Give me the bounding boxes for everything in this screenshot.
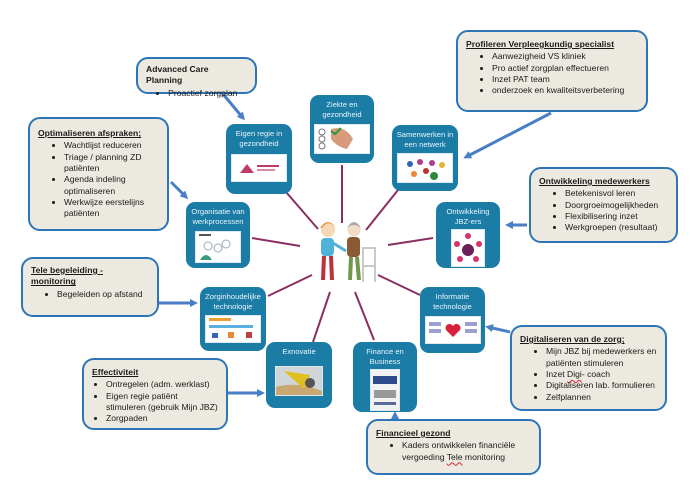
note-item-text: - coach — [581, 369, 611, 380]
tile-label: Organisatie van werkprocessen — [191, 207, 245, 226]
note-financieel-gezond: Financieel gezond Kaders ontwikkelen fin… — [366, 419, 541, 475]
note-item: Triage / planning ZD patiënten — [64, 152, 159, 175]
note-list: Begeleiden op afstand — [31, 289, 149, 300]
note-title: Profileren Verpleegkundig specialist — [466, 39, 615, 49]
note-item: Betekenisvol leren — [565, 188, 668, 199]
arrow-optimaliseren — [169, 180, 189, 200]
innovators-prescription-book-image — [370, 369, 400, 411]
note-item: Kaders ontwikkelen financiële vergoeding… — [402, 440, 531, 463]
note-item: Proactief zorgplan — [146, 88, 247, 99]
note-profileren-vs: Profileren Verpleegkundig specialist Aan… — [456, 30, 648, 112]
note-item-underlined: Tele — [446, 451, 463, 462]
note-ontwikkeling-medewerkers: Ontwikkeling medewerkers Betekenisvol le… — [529, 167, 678, 243]
spoke-samenwerken — [365, 189, 399, 231]
note-advanced-care-planning: Advanced Care Planning Proactief zorgpla… — [136, 57, 257, 98]
tile-organisatie[interactable]: Organisatie van werkprocessen — [186, 202, 250, 268]
note-item-text: Inzet — [546, 369, 568, 380]
note-title: Advanced Care Planning — [146, 64, 209, 86]
yellow-machine-photo-image — [275, 366, 323, 396]
network-people-image — [397, 153, 453, 183]
note-item: Aanwezigheid VS kliniek — [492, 51, 638, 62]
note-item: Flexibilisering inzet — [565, 211, 668, 222]
tile-ziekte[interactable]: Ziekte en gezondheid — [310, 95, 374, 163]
note-item: onderzoek en kwaliteitsverbetering — [492, 85, 638, 96]
note-item: Werkgroepen (resultaat) — [565, 222, 668, 233]
note-item: Begeleiden op afstand — [57, 289, 149, 300]
note-title: Effectiviteit — [92, 367, 139, 377]
it-heart-diagram-image — [424, 316, 481, 344]
checklist-hand-image — [314, 124, 370, 154]
tile-label: Samenwerken in een netwerk — [396, 130, 454, 149]
arrow-profileren — [463, 111, 552, 159]
note-list: Proactief zorgplan — [146, 88, 247, 99]
note-item-underlined: Digi — [567, 369, 582, 380]
note-list: Aanwezigheid VS kliniek Pro actief zorgp… — [466, 51, 638, 96]
tile-label: Finance en Business — [366, 347, 404, 366]
note-title: Financieel gezond — [376, 428, 451, 438]
tile-samenwerken[interactable]: Samenwerken in een netwerk — [392, 125, 458, 191]
tile-label: Ziekte en gezondheid — [322, 100, 362, 119]
spoke-ontwikkeling — [387, 237, 434, 246]
tile-label: Exnovatie — [282, 347, 316, 356]
note-item: Eigen regie patiënt stimuleren (gebruik … — [106, 391, 218, 414]
care-tech-infographic-image — [205, 315, 261, 343]
arrow-acp — [221, 93, 245, 121]
spoke-exnovatie — [312, 291, 331, 343]
tile-label: Zorginhoudelijke technologie — [205, 292, 261, 311]
note-list: Betekenisvol leren Doorgroeimogelijkhede… — [539, 188, 668, 233]
note-list: Ontregelen (adm. werklast) Eigen regie p… — [92, 379, 218, 424]
spoke-eigen-regie — [285, 191, 319, 230]
note-tele-begeleiding: Tele begeleiding - monitoring Begeleiden… — [21, 257, 159, 317]
note-item: Digitaliseren lab. formulieren — [546, 380, 657, 391]
note-item: Zelfplannen — [546, 392, 657, 403]
note-item: Inzet PAT team — [492, 74, 638, 85]
spoke-informatie — [377, 274, 421, 296]
note-title: Tele begeleiding - monitoring — [31, 265, 103, 287]
tile-label: Informatie technologie — [433, 292, 472, 311]
spokes — [251, 165, 434, 343]
note-item-text: monitoring — [462, 451, 506, 462]
note-digitaliseren-zorg: Digitaliseren van de zorg; Mijn JBZ bij … — [510, 325, 667, 411]
tile-zorginhoudelijke[interactable]: Zorginhoudelijke technologie — [200, 287, 266, 351]
tile-informatie[interactable]: Informatie technologie — [420, 287, 485, 353]
tile-label: Ontwikkeling JBZ-ers — [446, 207, 490, 226]
caregiver-elderly-walker-icon — [320, 222, 376, 282]
note-item: Doorgroeimogelijkheden — [565, 200, 668, 211]
note-item: Wachtlijst reduceren — [64, 140, 159, 151]
eigen-regie-logo-image — [231, 154, 287, 182]
process-sketch-image — [195, 231, 241, 263]
note-item: Inzet Digi- coach — [546, 369, 657, 380]
spoke-finance — [354, 291, 375, 341]
note-item-text: Kaders ontwikkelen financiële vergoeding — [402, 440, 516, 462]
note-optimaliseren-afspraken: Optimaliseren afspraken; Wachtlijst redu… — [28, 117, 169, 231]
note-item: Zorgpaden — [106, 413, 218, 424]
note-item: Mijn JBZ bij medewerkers en patiënten st… — [546, 346, 657, 369]
note-effectiviteit: Effectiviteit Ontregelen (adm. werklast)… — [82, 358, 228, 430]
note-title: Digitaliseren van de zorg; — [520, 334, 625, 344]
tile-ontwikkeling-jbz[interactable]: Ontwikkeling JBZ-ers — [436, 202, 500, 268]
note-list: Mijn JBZ bij medewerkers en patiënten st… — [520, 346, 657, 403]
note-item: Werkwijze eerstelijns patiënten — [64, 197, 159, 220]
note-title: Ontwikkeling medewerkers — [539, 176, 650, 186]
note-item: Ontregelen (adm. werklast) — [106, 379, 218, 390]
spoke-organisatie — [251, 237, 301, 247]
tile-eigen-regie[interactable]: Eigen regie in gezondheid — [226, 124, 292, 194]
note-item: Agenda indeling optimaliseren — [64, 174, 159, 197]
arrow-digitaliseren — [485, 324, 511, 334]
development-wheel-image — [451, 229, 485, 267]
arrows — [159, 93, 552, 422]
tile-finance[interactable]: Finance en Business — [353, 342, 417, 412]
note-item: Pro actief zorgplan effectueren — [492, 63, 638, 74]
note-list: Kaders ontwikkelen financiële vergoeding… — [376, 440, 531, 463]
note-list: Wachtlijst reduceren Triage / planning Z… — [38, 140, 159, 219]
tile-label: Eigen regie in gezondheid — [235, 129, 283, 148]
note-title: Optimaliseren afspraken; — [38, 128, 142, 138]
spoke-zorginhoudelijke — [267, 274, 313, 297]
tile-exnovatie[interactable]: Exnovatie — [266, 342, 332, 408]
